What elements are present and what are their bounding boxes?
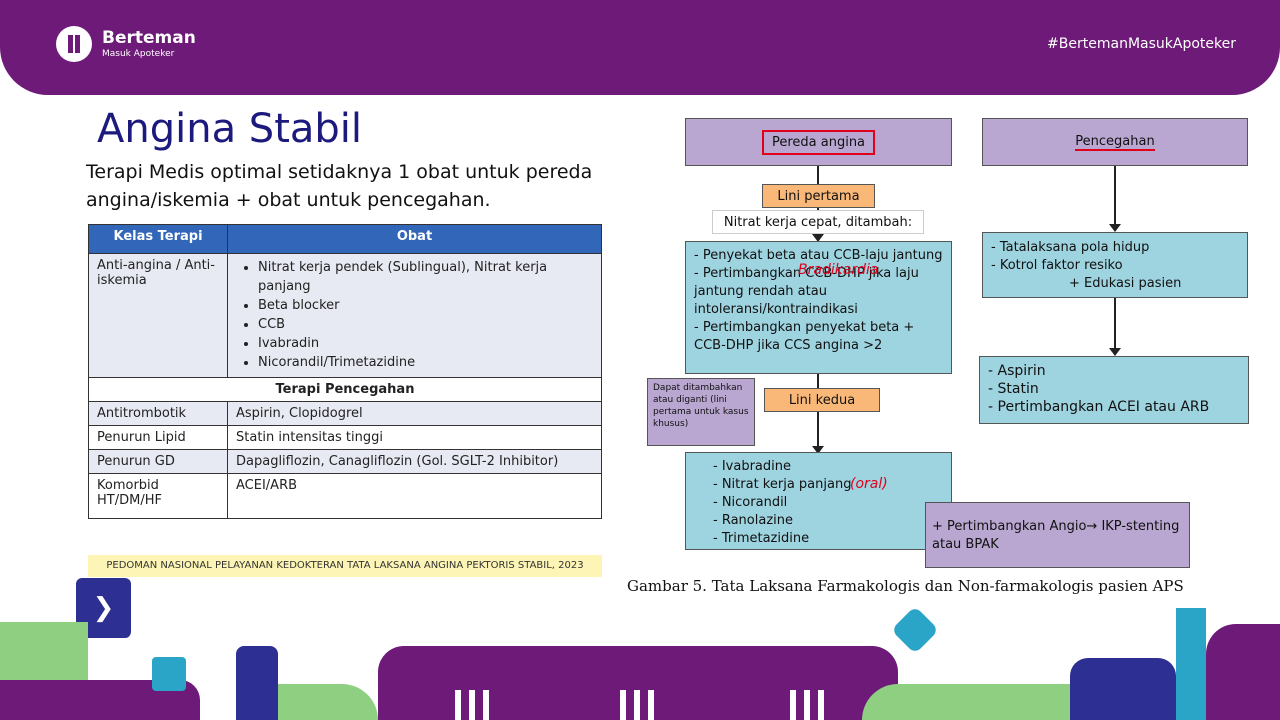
list-item: CCB [258,315,593,334]
flow-box-side-note: Dapat ditambahkan atau diganti (lini per… [647,378,755,446]
figure-caption: Gambar 5. Tata Laksana Farmakologis dan … [627,577,1184,595]
list-item: Nicorandil [713,494,943,512]
flow-box-second-line: Ivabradine Nitrat kerja panjang Nicorand… [685,452,952,550]
logo-icon [56,26,92,62]
footer-navy-right [1070,658,1176,720]
flow-box-pencegahan: Pencegahan [982,118,1248,166]
table-cell-class: Penurun GD [88,449,228,474]
table-cell-class: Anti-angina / Anti-iskemia [88,253,228,378]
prevention-extra: + Edukasi pasien [1069,276,1182,291]
list-item: Nitrat kerja pendek (Sublingual), Nitrat… [258,258,593,296]
table-row: Anti-angina / Anti-iskemia Nitrat kerja … [88,253,602,378]
list-item: Beta blocker [258,296,593,315]
flow-connector [817,374,819,388]
footer-green-right [862,684,1092,720]
list-item: Pertimbangkan ACEI atau ARB [988,398,1240,416]
table-cell-drug: Aspirin, Clopidogrel [227,401,602,426]
flow-connector [817,166,819,184]
flow-box-pereda: Pereda angina [685,118,952,166]
table-row: Penurun GD Dapagliflozin, Canagliflozin … [88,449,602,474]
flow-box-angio: + Pertimbangkan Angio→ IKP-stenting atau… [925,502,1190,568]
footer-purple-right [1206,624,1280,720]
flow-arrow [812,234,824,242]
footer-teal-right [1176,608,1206,720]
hashtag: #BertemanMasukApoteker [1047,36,1236,52]
footer-green-mid [278,684,378,720]
footer-bars-3 [790,690,830,720]
list-item: Trimetazidine [713,530,943,548]
table-row: Antitrombotik Aspirin, Clopidogrel [88,401,602,426]
list-item: Tatalaksana pola hidup [991,239,1239,257]
list-item: Ivabradine [713,458,943,476]
table-header-class: Kelas Terapi [88,224,228,254]
table-cell-class: Antitrombotik [88,401,228,426]
list-item: Pertimbangkan CCB-DHP jika laju jantung … [694,265,943,319]
table-cell-drug: ACEI/ARB [227,473,602,519]
table-cell-drugs: Nitrat kerja pendek (Sublingual), Nitrat… [227,253,602,378]
flow-box-lini-kedua: Lini kedua [764,388,880,412]
footer-green-left [0,622,88,680]
list-item: Ivabradin [258,334,593,353]
flow-box-nitrat: Nitrat kerja cepat, ditambah: [712,210,924,234]
footer-bars-1 [455,690,495,720]
footer-teal-diamond [890,605,940,655]
brand-name: Berteman [102,27,196,48]
brand-logo: Berteman Masuk Apoteker [56,26,196,62]
annotation-bradikardia: Bradikardia [798,262,879,278]
table-cell-class: Komorbid HT/DM/HF [88,473,228,519]
table-cell-class: Penurun Lipid [88,425,228,450]
footer-navy-pillar [236,646,278,720]
table-cell-drug: Dapagliflozin, Canagliflozin (Gol. SGLT-… [227,449,602,474]
chevron-right-icon: ❯ [92,593,115,623]
list-item: Statin [988,380,1240,398]
source-citation: PEDOMAN NASIONAL PELAYANAN KEDOKTERAN TA… [88,555,602,577]
flow-box-drugs: Aspirin Statin Pertimbangkan ACEI atau A… [979,356,1249,424]
flow-arrow [812,412,824,454]
flow-box-prevention: Tatalaksana pola hidup Kotrol faktor res… [982,232,1248,298]
table-cell-drug: Statin intensitas tinggi [227,425,602,450]
table-row: Penurun Lipid Statin intensitas tinggi [88,425,602,450]
flow-arrow [1109,298,1121,356]
therapy-table: Kelas Terapi Obat Anti-angina / Anti-isk… [88,224,602,519]
flow-label-pencegahan: Pencegahan [1075,133,1155,151]
list-item: Nitrat kerja panjang [713,476,943,494]
flow-box-first-line: Penyekat beta atau CCB-laju jantung Pert… [685,241,952,374]
flow-arrow [1109,166,1121,232]
brand-sub: Masuk Apoteker [102,48,175,59]
list-item: Nicorandil/Trimetazidine [258,353,593,372]
list-item: Penyekat beta atau CCB-laju jantung [694,247,943,265]
list-item: Pertimbangkan penyekat beta + CCB-DHP ji… [694,319,943,355]
list-item: Aspirin [988,362,1240,380]
table-row: Komorbid HT/DM/HF ACEI/ARB [88,473,602,519]
list-item: Kotrol faktor resiko [991,257,1239,275]
slide-intro: Terapi Medis optimal setidaknya 1 obat u… [86,161,593,211]
footer-bars-2 [620,690,660,720]
flow-box-lini-pertama: Lini pertama [762,184,875,208]
list-item: Ranolazine [713,512,943,530]
header-bar: Berteman Masuk Apoteker #BertemanMasukAp… [0,0,1280,95]
footer-teal-square [152,657,186,691]
slide-title: Angina Stabil [97,106,362,152]
flow-label-pereda: Pereda angina [761,129,876,155]
annotation-oral: (oral) [850,476,888,492]
table-section-title: Terapi Pencegahan [88,377,602,402]
table-section-row: Terapi Pencegahan [88,377,602,402]
table-header-drug: Obat [227,224,602,254]
